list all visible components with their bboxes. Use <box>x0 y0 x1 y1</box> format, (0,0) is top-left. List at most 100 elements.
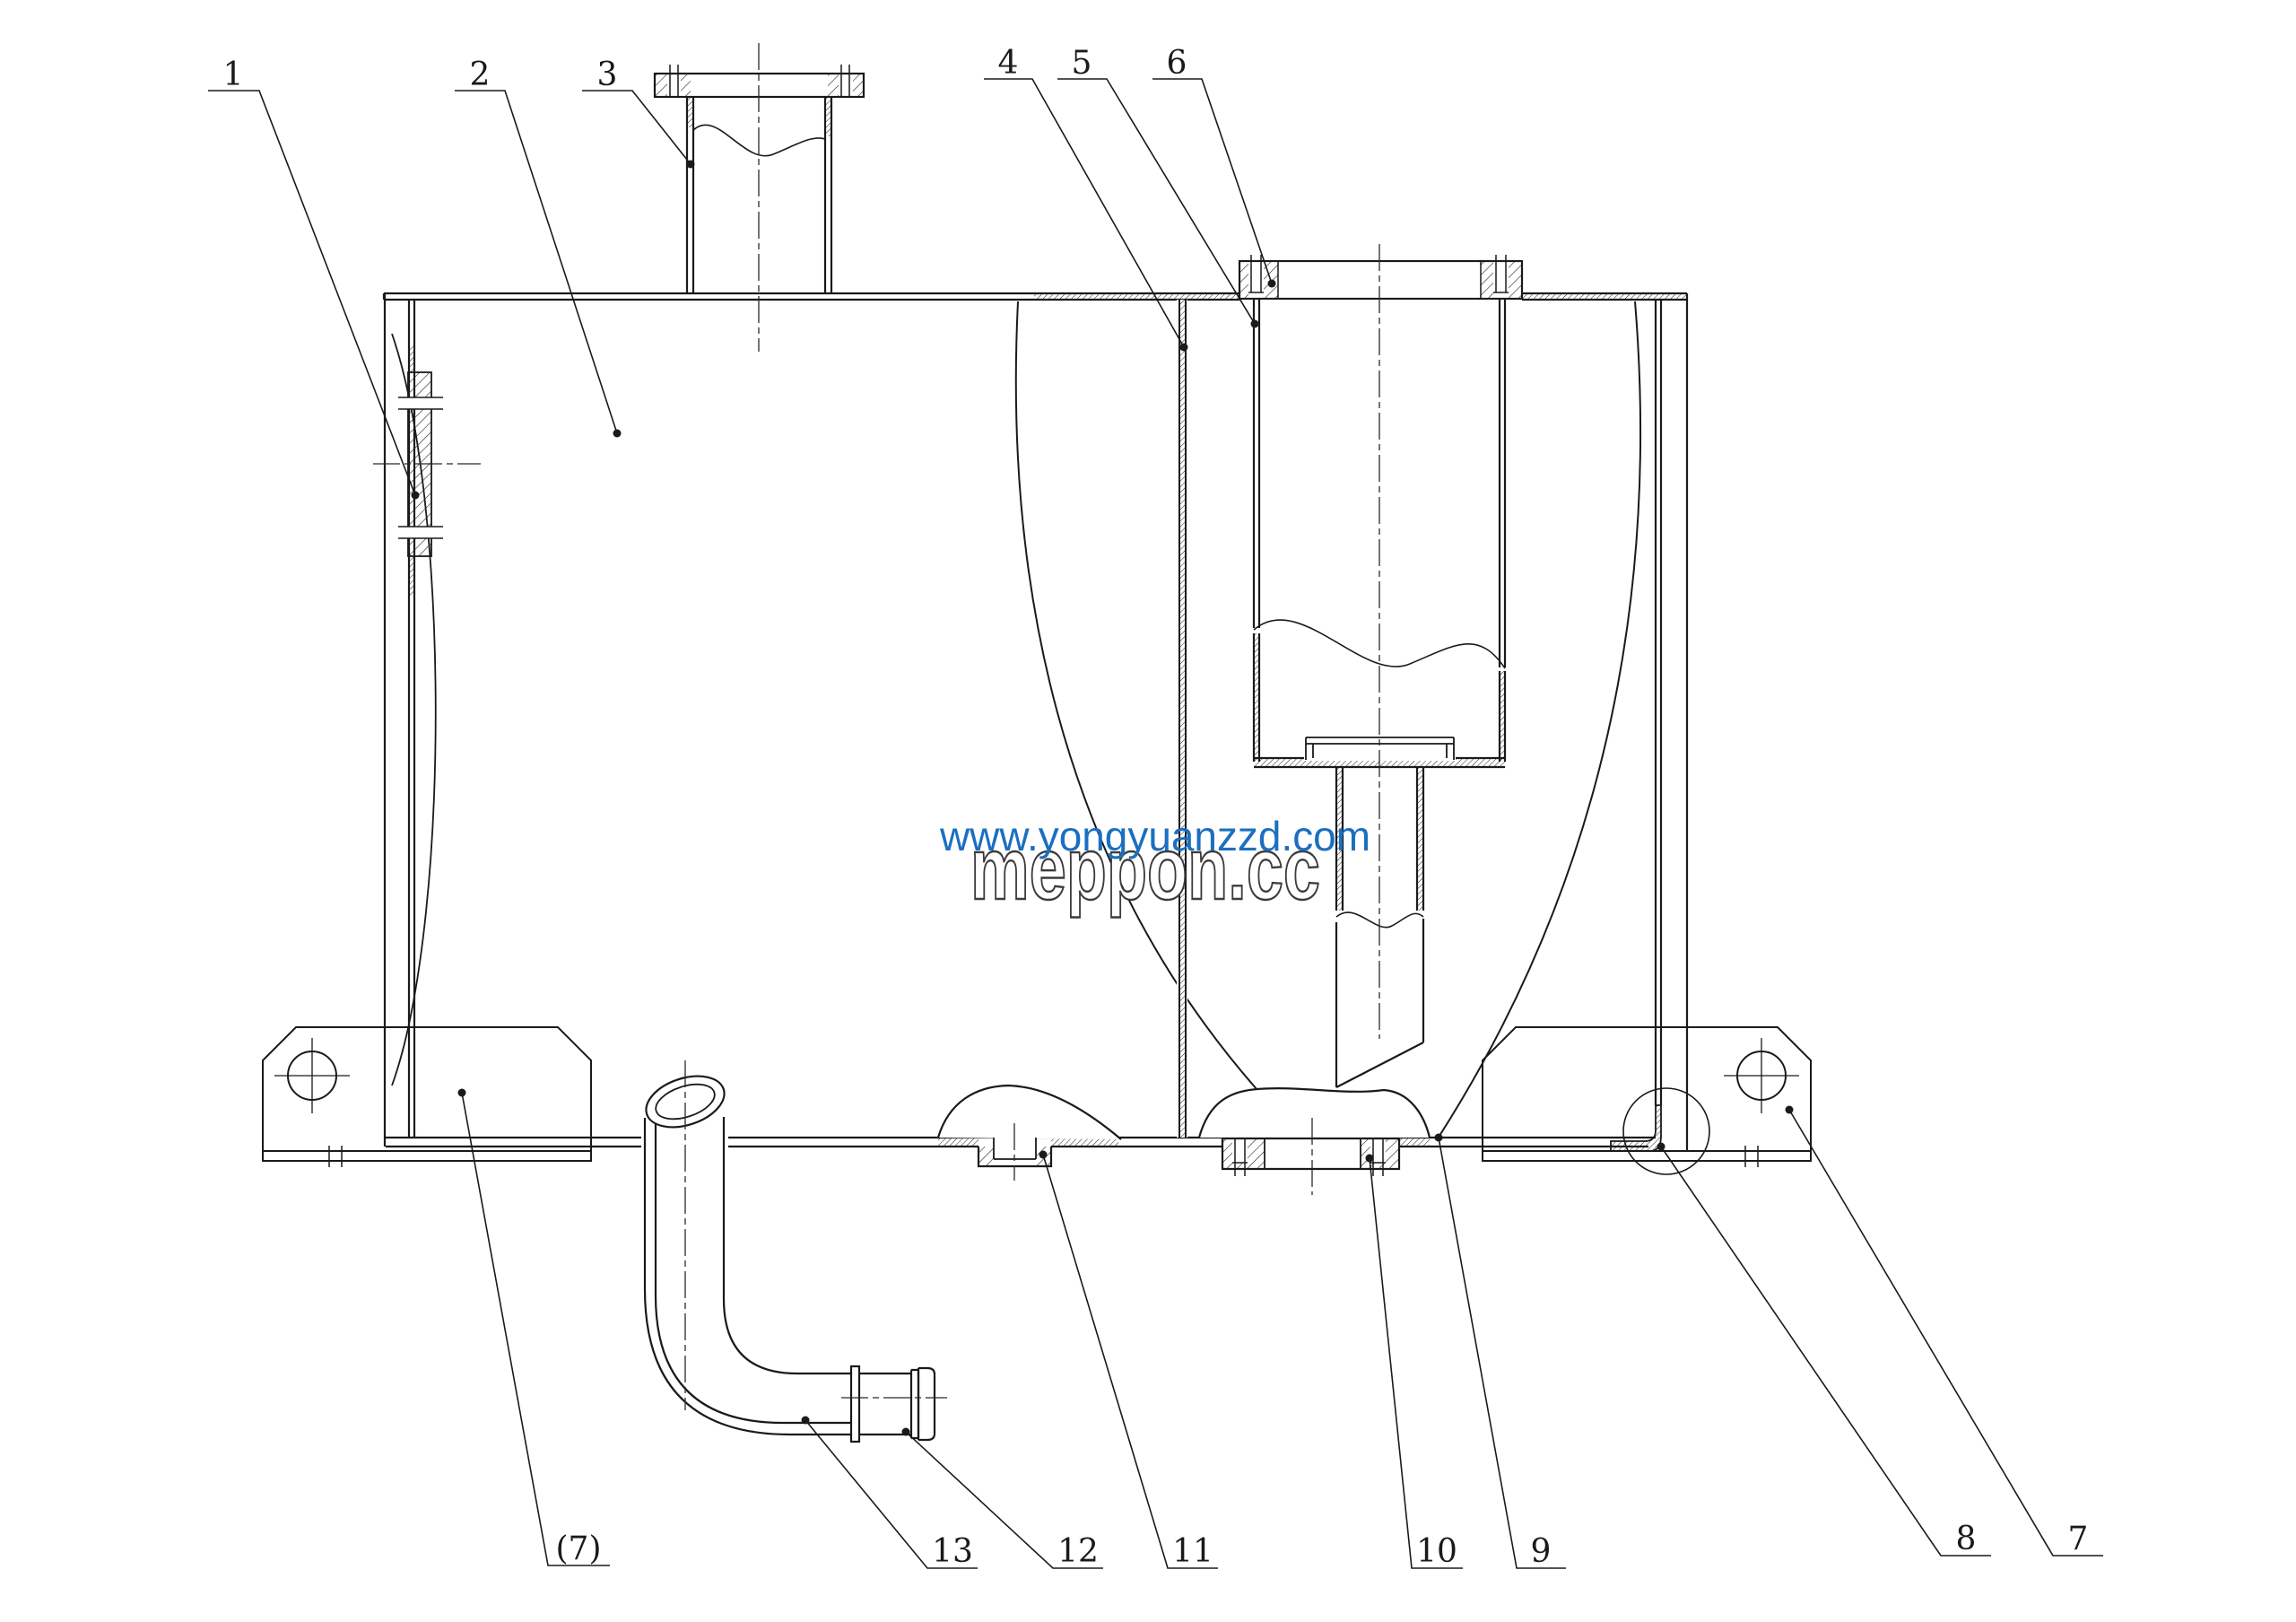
housing-break-line <box>1253 619 1506 669</box>
leader-dot <box>901 1427 910 1436</box>
callout-label-4: 4 <box>998 45 1019 82</box>
pad-stud-ticks <box>398 397 443 539</box>
top-plate <box>382 292 1687 301</box>
leader-line <box>1660 1146 1991 1557</box>
elbow-inner <box>722 1117 851 1375</box>
leader-line <box>804 1419 978 1569</box>
right-wall <box>1654 293 1689 1152</box>
detail-circle <box>1622 1087 1710 1175</box>
filler-flange-hatch <box>828 74 839 97</box>
suction-flange <box>1197 1087 1431 1176</box>
bottom-plate-hatch <box>1399 1138 1430 1147</box>
leader-line <box>1438 1137 1566 1569</box>
flange-studs <box>669 65 850 97</box>
callout-label-8: 8 <box>1956 1521 1977 1557</box>
callout-paren7: (7) <box>457 1088 610 1567</box>
callout-4: 4 <box>984 45 1188 352</box>
leader-dot <box>801 1416 810 1425</box>
bottom-plate-hatch <box>938 1138 978 1147</box>
bottom-dome-bulge <box>1197 1087 1431 1138</box>
bracket-outline <box>262 1026 592 1162</box>
flange-ring <box>1238 259 1524 301</box>
tube-angled-end <box>1335 1042 1424 1088</box>
leader-dot <box>613 429 622 438</box>
callout-10: 10 <box>1365 1154 1463 1570</box>
neck-break-line <box>692 124 826 157</box>
callout-label-3: 3 <box>597 57 618 93</box>
filler-flange-hatch <box>655 74 667 97</box>
callout-label-6: 6 <box>1167 45 1187 82</box>
pipe-opening-inner <box>655 1083 716 1121</box>
flange-studs <box>1248 255 1509 293</box>
tube-break-line <box>1335 911 1424 929</box>
leader-dot <box>1434 1133 1443 1142</box>
suction-tube <box>1335 767 1425 1088</box>
bottom-plate-hatch <box>1051 1138 1118 1147</box>
return-flange <box>1238 255 1524 301</box>
leader-dot <box>1267 279 1276 288</box>
barb-collar <box>849 1365 861 1443</box>
leader-dot <box>457 1088 466 1097</box>
barb-body <box>859 1372 911 1436</box>
leader-dot <box>1179 343 1188 352</box>
filter-housing <box>1252 299 1509 769</box>
leader-dot <box>1657 1142 1665 1151</box>
partition-hatch <box>1179 300 1186 1138</box>
elbow-mid <box>654 1121 851 1425</box>
mounting-bracket-left <box>262 1026 592 1167</box>
leader-dot <box>1039 1150 1048 1159</box>
leader-line <box>1042 1154 1218 1569</box>
leader-line <box>1152 78 1273 284</box>
leader-line <box>1057 78 1256 325</box>
tank-shell <box>382 292 1689 1152</box>
leader-line <box>1788 1109 2103 1557</box>
callout-label-9: 9 <box>1531 1533 1552 1570</box>
filler-flange-hatch <box>853 74 864 97</box>
hose-barb-fitting <box>849 1365 936 1443</box>
top-plate-hatch <box>1034 293 1239 300</box>
leader-line <box>984 78 1185 348</box>
leader-line <box>455 90 618 434</box>
tube-lower <box>1335 919 1425 1087</box>
watermark-brand: meppon.cc <box>970 819 1320 918</box>
callout-7: 7 <box>1785 1105 2103 1557</box>
callout-label-12: 12 <box>1057 1533 1099 1570</box>
neck-walls <box>685 97 833 293</box>
watermark-url: www.yongyuanzzd.com <box>939 813 1370 859</box>
right-dished-head-arc <box>1439 301 1642 1137</box>
callout-1: 1 <box>208 57 420 500</box>
drain-elbow-pipe <box>643 1075 851 1436</box>
callout-label-11: 11 <box>1172 1533 1213 1570</box>
baffle-partition <box>1177 300 1187 1138</box>
top-plate-hatch <box>1522 293 1687 300</box>
left-port-pad <box>398 345 443 597</box>
left-dished-head-arc <box>1014 301 1258 1091</box>
callout-label-13: 13 <box>932 1533 973 1570</box>
centerlines <box>373 43 1380 1410</box>
callout-8: 8 <box>1657 1142 1991 1557</box>
elbow-outer <box>643 1118 851 1436</box>
leader-line <box>1369 1157 1463 1569</box>
housing-walls-upper <box>1252 299 1507 667</box>
callout-11: 11 <box>1039 1150 1218 1570</box>
leader-line <box>905 1431 1103 1569</box>
corner-weld-detail <box>1610 1087 1710 1175</box>
leader-dot <box>1365 1154 1374 1163</box>
callout-label-paren7: (7) <box>556 1530 602 1567</box>
flange-block <box>1221 1137 1401 1171</box>
leader-line <box>461 1092 610 1566</box>
callouts: 1 2 3 4 5 6 (7) <box>208 45 2103 1570</box>
callout-12: 12 <box>901 1427 1103 1570</box>
watermark: meppon.cc www.yongyuanzzd.com <box>939 813 1370 919</box>
bracket-outline <box>1482 1026 1812 1162</box>
callout-label-5: 5 <box>1072 45 1092 82</box>
filler-neck <box>653 65 865 293</box>
callout-9: 9 <box>1434 1133 1566 1570</box>
callout-3: 3 <box>582 57 695 169</box>
bottom-plate <box>386 1136 1656 1148</box>
corner-bend <box>1610 1104 1662 1152</box>
callout-5: 5 <box>1057 45 1259 328</box>
callout-label-1: 1 <box>223 57 244 93</box>
